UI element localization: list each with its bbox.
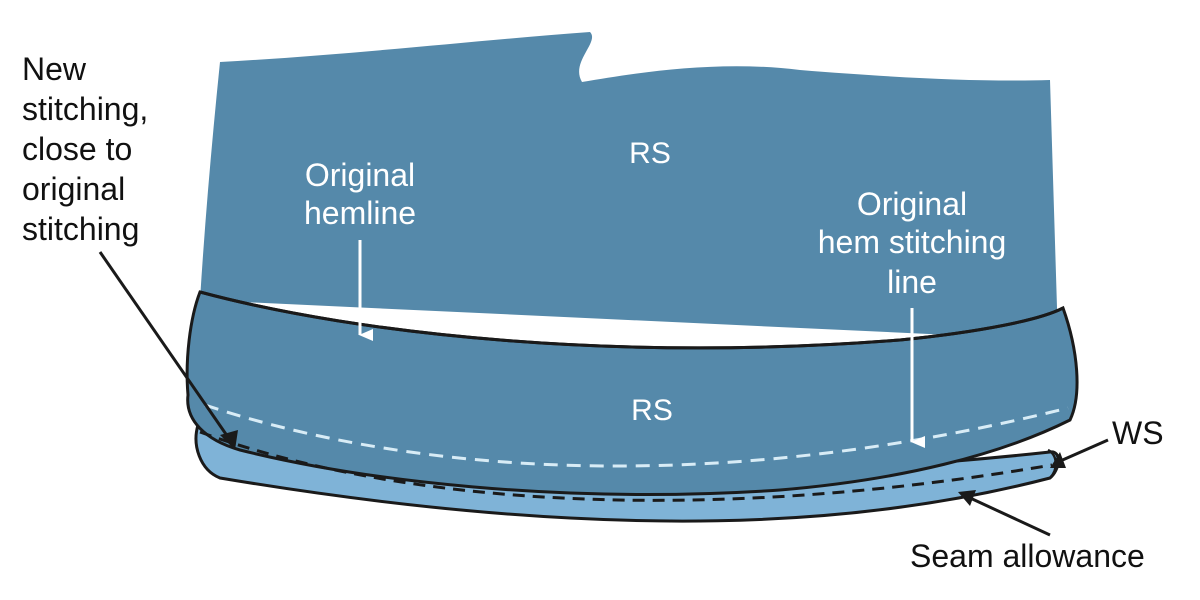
- garment-body: [200, 32, 1058, 340]
- hem-stitching-label-line-1: Original: [857, 186, 967, 222]
- seam-allowance-arrow-line: [967, 495, 1051, 537]
- original-hemline-label: Original hemline: [304, 157, 416, 231]
- new-stitching-label-line-5: stitching: [22, 211, 139, 247]
- new-stitching-arrowhead: [220, 430, 238, 450]
- ws-arrow-line: [1057, 438, 1109, 464]
- new-stitching-label-line-1: New: [22, 51, 87, 87]
- ws-label: WS: [1112, 415, 1164, 451]
- hem-stitching-label-line-2: hem stitching: [818, 224, 1007, 260]
- seam-allowance-label: Seam allowance: [910, 538, 1145, 574]
- original-hemline-label-line-2: hemline: [304, 195, 416, 231]
- original-hem-stitching-line-label: Original hem stitching line: [818, 186, 1007, 300]
- hem-stitching-label-line-3: line: [887, 264, 937, 300]
- new-stitching: [199, 430, 1053, 502]
- new-stitching-label-line-3: close to: [22, 131, 132, 167]
- new-stitching-label-line-2: stitching,: [22, 91, 148, 127]
- rs-band-label: RS: [631, 394, 673, 427]
- new-stitching-label-line-4: original: [22, 171, 125, 207]
- seam-allowance-arrowhead: [958, 490, 976, 506]
- new-stitching-arrow-line: [98, 251, 232, 441]
- original-hemline-label-line-1: Original: [305, 157, 415, 193]
- original-hemline-line: [199, 290, 1064, 350]
- ws-arrowhead: [1050, 452, 1066, 468]
- rs-top-label: RS: [629, 137, 671, 170]
- new-stitching-label: New stitching, close to original stitchi…: [22, 51, 148, 247]
